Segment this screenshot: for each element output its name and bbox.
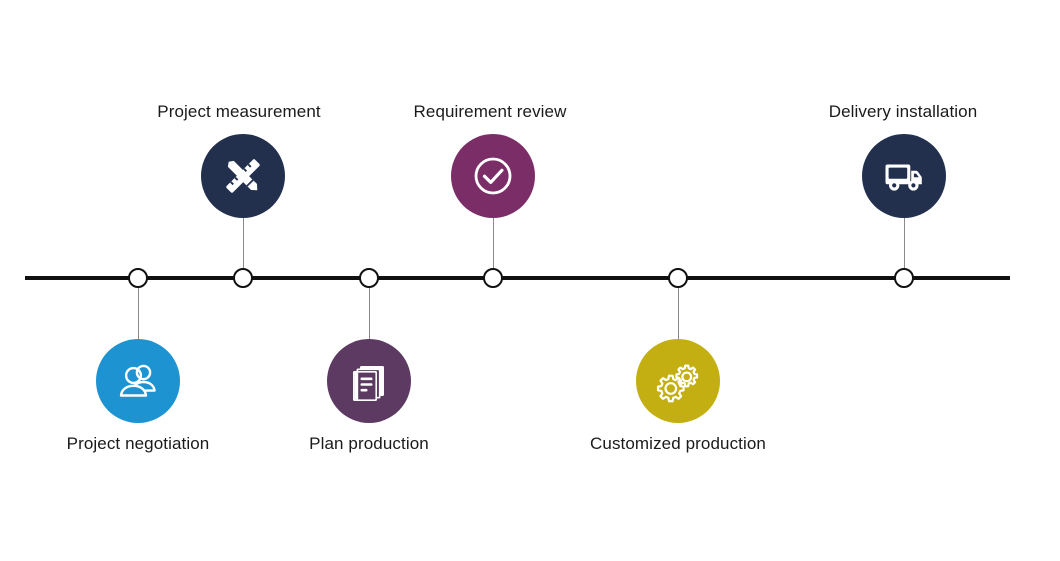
check-circle-icon (474, 157, 512, 195)
connector-project-measurement (243, 218, 244, 268)
icon-bubble-plan-production[interactable] (327, 339, 411, 423)
caption-customized-production: Customized production (590, 434, 766, 453)
connector-plan-production (369, 288, 370, 339)
icon-bubble-delivery-installation[interactable] (862, 134, 946, 218)
icon-bubble-project-negotiation[interactable] (96, 339, 180, 423)
icon-bubble-requirement-review[interactable] (451, 134, 535, 218)
caption-project-negotiation: Project negotiation (66, 434, 210, 453)
gears-icon (656, 364, 699, 403)
people-group-icon (119, 364, 156, 397)
timeline-node-project-negotiation[interactable] (128, 268, 148, 288)
documents-icon (353, 366, 384, 401)
timeline-node-plan-production[interactable] (359, 268, 379, 288)
caption-requirement-review: Requirement review (413, 102, 567, 121)
connector-requirement-review (493, 218, 494, 268)
timeline-node-customized-production[interactable] (668, 268, 688, 288)
icon-bubble-customized-production[interactable] (636, 339, 720, 423)
connector-delivery-installation (904, 218, 905, 268)
connector-customized-production (678, 288, 679, 339)
caption-delivery-installation: Delivery installation (828, 102, 978, 121)
pencil-ruler-icon (226, 159, 260, 193)
timeline-axis (25, 276, 1010, 280)
connector-project-negotiation (138, 288, 139, 339)
timeline-node-requirement-review[interactable] (483, 268, 503, 288)
delivery-truck-icon (885, 164, 922, 191)
icon-bubble-project-measurement[interactable] (201, 134, 285, 218)
caption-project-measurement: Project measurement (157, 102, 321, 121)
timeline-node-delivery-installation[interactable] (894, 268, 914, 288)
timeline-node-project-measurement[interactable] (233, 268, 253, 288)
caption-plan-production: Plan production (309, 434, 429, 453)
